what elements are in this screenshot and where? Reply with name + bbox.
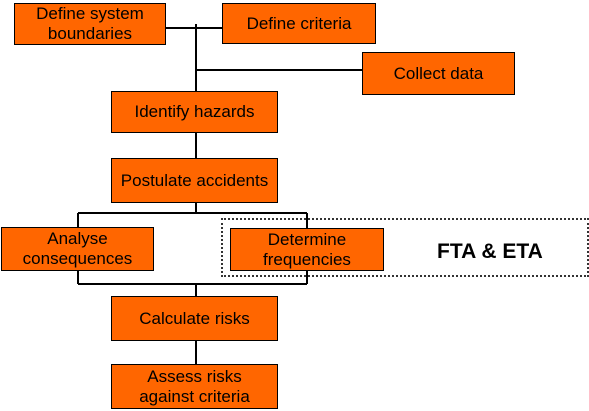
step-determine-frequencies: Determine frequencies <box>230 228 384 271</box>
step-identify-hazards: Identify hazards <box>111 91 278 133</box>
step-assess-risks: Assess risks against criteria <box>111 364 278 409</box>
fta-eta-label: FTA & ETA <box>437 240 543 263</box>
step-calculate-risks: Calculate risks <box>111 296 278 341</box>
step-collect-data: Collect data <box>362 52 515 95</box>
step-define-criteria: Define criteria <box>222 3 376 44</box>
fta-eta-frame <box>221 218 589 277</box>
step-define-system-boundaries: Define system boundaries <box>14 3 166 45</box>
step-postulate-accidents: Postulate accidents <box>111 158 278 203</box>
step-analyse-consequences: Analyse consequences <box>1 227 154 271</box>
